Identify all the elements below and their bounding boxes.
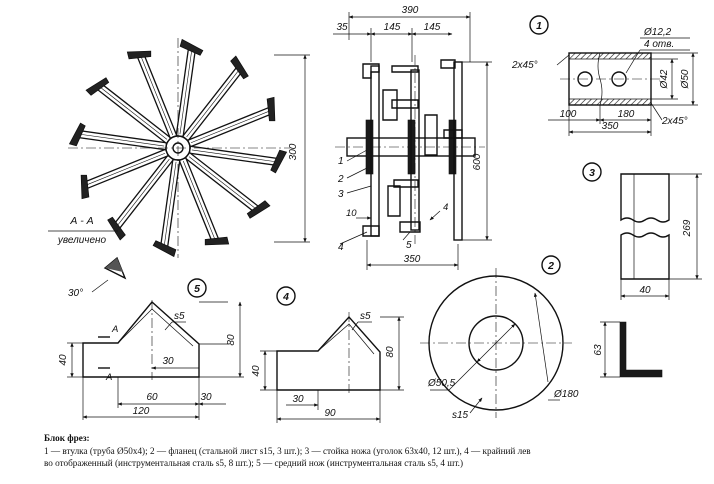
assembly-view: 390 35 145 145 600 350 10 <box>333 5 492 270</box>
pos-5: 5 <box>406 240 412 251</box>
part-1-view: 1 Ø12,2 4 отв. 2x45° 2x45° Ø42 Ø50 <box>511 15 698 136</box>
part-5-view: 5 30° А А s5 40 80 30 60 30 <box>58 256 244 420</box>
dim-30-part4: 30 <box>292 394 304 405</box>
dim-300: 300 <box>288 143 299 160</box>
dim-269: 269 <box>682 219 693 237</box>
dim-145-b: 145 <box>424 22 441 33</box>
dim-60-part5: 60 <box>146 392 158 403</box>
blades <box>362 59 463 237</box>
part-1-circle <box>529 15 549 35</box>
cut-a-bottom: А <box>105 372 112 383</box>
dim-80-part4: 80 <box>385 346 396 358</box>
part-2-view: 2 Ø50,5 Ø180 s15 <box>420 255 579 421</box>
caption-line-1: 1 — втулка (труба Ø50x4); 2 — фланец (ст… <box>44 445 531 456</box>
flange-inner-dia: Ø50,5 <box>427 378 456 389</box>
pos-2: 2 <box>337 174 344 185</box>
dim-30-part5-b: 30 <box>200 392 212 403</box>
dim-63: 63 <box>593 344 604 356</box>
pos-4: 4 <box>338 242 344 253</box>
stand-right <box>453 61 463 241</box>
dim-35: 35 <box>336 22 348 33</box>
dim-90-part4: 90 <box>324 408 336 419</box>
technical-drawing: 300 А - А увеличено 390 35 145 145 <box>48 5 702 423</box>
stand-bottom <box>620 232 670 280</box>
pos-3: 3 <box>338 189 344 200</box>
pos-1: 1 <box>338 156 344 167</box>
dim-390: 390 <box>402 5 419 16</box>
knife-5-thickness: s5 <box>174 311 185 322</box>
caption-title: Блок фрез: <box>44 433 90 443</box>
angle-profile-view: 63 <box>593 321 663 378</box>
part-5-number: 5 <box>194 283 200 295</box>
part-4-view: 4 s5 40 80 30 90 <box>251 286 404 423</box>
caption: Блок фрез: 1 — втулка (труба Ø50x4); 2 —… <box>44 432 704 470</box>
flange-thickness: s15 <box>452 410 469 421</box>
dim-80-part5: 80 <box>226 334 237 346</box>
stand-top <box>620 173 670 223</box>
outer-diameter: Ø50 <box>680 69 691 89</box>
dim-350-assembly: 350 <box>404 254 421 265</box>
dim-145-a: 145 <box>384 22 401 33</box>
dim-350-part1: 350 <box>602 121 619 132</box>
bevel-angle: 30° <box>68 288 83 299</box>
dim-600: 600 <box>472 153 483 170</box>
dim-100: 100 <box>560 109 577 120</box>
section-label: А - А <box>69 215 93 227</box>
part-4-number: 4 <box>282 291 289 303</box>
knife-4-outline <box>276 315 381 391</box>
knife-4-thickness: s5 <box>360 311 371 322</box>
dim-30-part5-a: 30 <box>162 356 174 367</box>
flange-right <box>448 119 457 175</box>
part-3-view: 3 269 40 <box>582 162 702 300</box>
caption-line-2: во отображенный (инструментальная сталь … <box>44 458 464 468</box>
holes-count: 4 отв. <box>644 39 674 50</box>
blade-arm <box>152 158 181 258</box>
blade-bodies <box>382 89 438 217</box>
blade-arm <box>126 50 178 140</box>
dim-40-part3: 40 <box>639 285 651 296</box>
dim-40-part5: 40 <box>58 354 69 366</box>
knife-4-edge <box>317 323 375 355</box>
blade-star <box>68 38 288 258</box>
dim-120-part5: 120 <box>133 406 150 417</box>
part-3-number: 3 <box>589 167 595 179</box>
blade-arm <box>80 148 170 200</box>
bushing-hole-right <box>611 71 627 87</box>
chamfer-left: 2x45° <box>511 60 538 71</box>
flange-left <box>365 119 374 175</box>
part-2-number: 2 <box>547 260 554 272</box>
dim-4: 4 <box>443 202 448 213</box>
dim-10: 10 <box>346 208 357 219</box>
dim-180: 180 <box>618 109 635 120</box>
blade-arm <box>181 55 249 142</box>
section-note: увеличено <box>57 235 107 246</box>
dim-40-part4: 40 <box>251 365 262 377</box>
chamfer-right: 2x45° <box>661 116 688 127</box>
inner-diameter: Ø42 <box>659 69 670 89</box>
cut-a-top: А <box>111 324 118 335</box>
angle-section <box>619 321 663 378</box>
part-1-number: 1 <box>536 20 542 32</box>
section-a-view: 300 А - А увеличено <box>48 38 310 258</box>
hole-diameter: Ø12,2 <box>643 27 672 38</box>
flange-outer-dia: Ø180 <box>553 389 579 400</box>
